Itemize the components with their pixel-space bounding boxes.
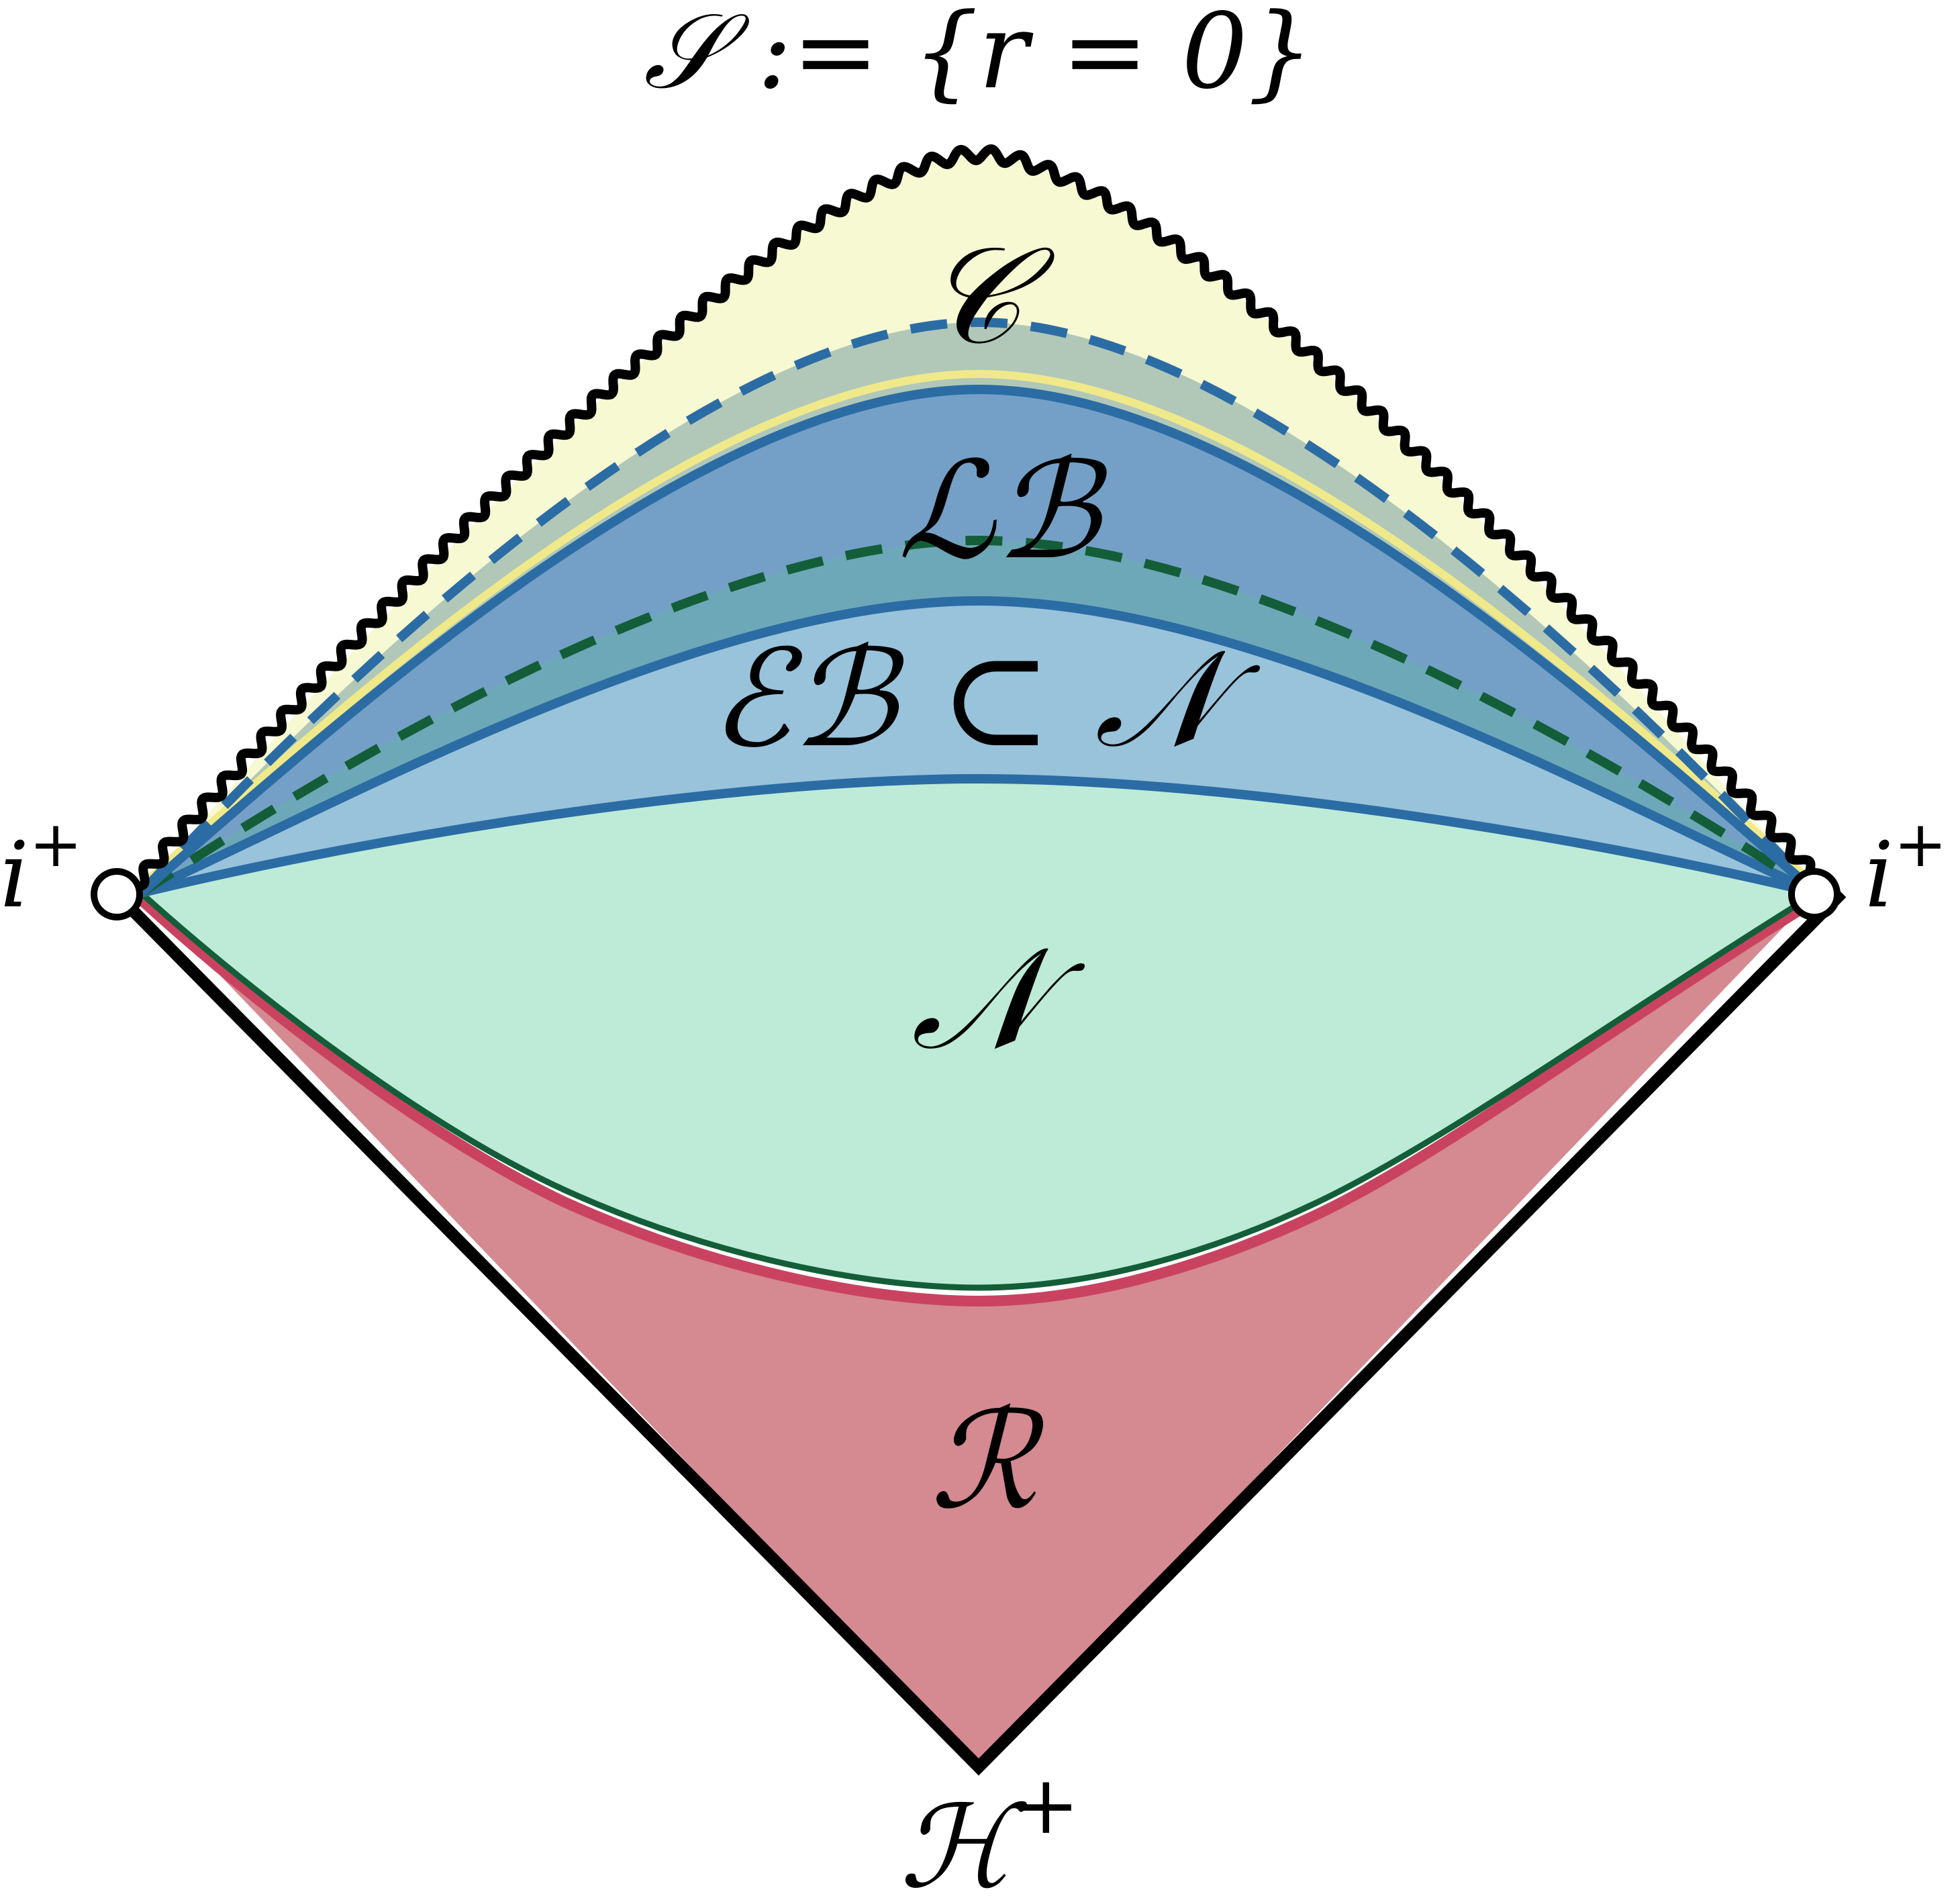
i-plus-left-symbol: i [0, 822, 29, 928]
singularity-label: 𝒮 := {r = 0} [644, 0, 1314, 112]
i-plus-left-label: i+ [0, 808, 83, 928]
i-plus-right-superscript: + [1894, 808, 1947, 882]
lb-dashed-curve [137, 317, 1820, 896]
region-n-upper-curve [136, 773, 1821, 898]
region-r-fill [141, 893, 1816, 1767]
eb-dashed-curve [138, 535, 1819, 897]
region-lb-label: ℒℬ [897, 433, 1108, 589]
horizon-label: ℋ+ [899, 1759, 1080, 1904]
region-r-label: ℛ [930, 1383, 1045, 1539]
region-n-lower-curve [138, 890, 1820, 1291]
i-plus-right-symbol: i [1865, 822, 1894, 928]
i-plus-right-label: i+ [1865, 808, 1947, 928]
i-plus-right-point [1788, 868, 1841, 920]
region-eb-label: ℰℬ ⊂ 𝒩 [710, 621, 1261, 777]
region-eb-upper-curve [136, 596, 1821, 898]
horizon-symbol: ℋ [899, 1781, 1028, 1904]
singularity-wavy-boundary [130, 144, 1832, 892]
horizon-null-edges [111, 888, 1847, 1776]
region-n-fill [141, 779, 1816, 1286]
horizon-superscript: + [1012, 1759, 1080, 1852]
lb-yellow-curve [137, 369, 1820, 890]
i-plus-left-superscript: + [29, 808, 83, 882]
i-plus-left-point [91, 868, 143, 920]
region-r-boundary-curve [136, 894, 1822, 1307]
region-lb-upper-curve [136, 384, 1821, 898]
